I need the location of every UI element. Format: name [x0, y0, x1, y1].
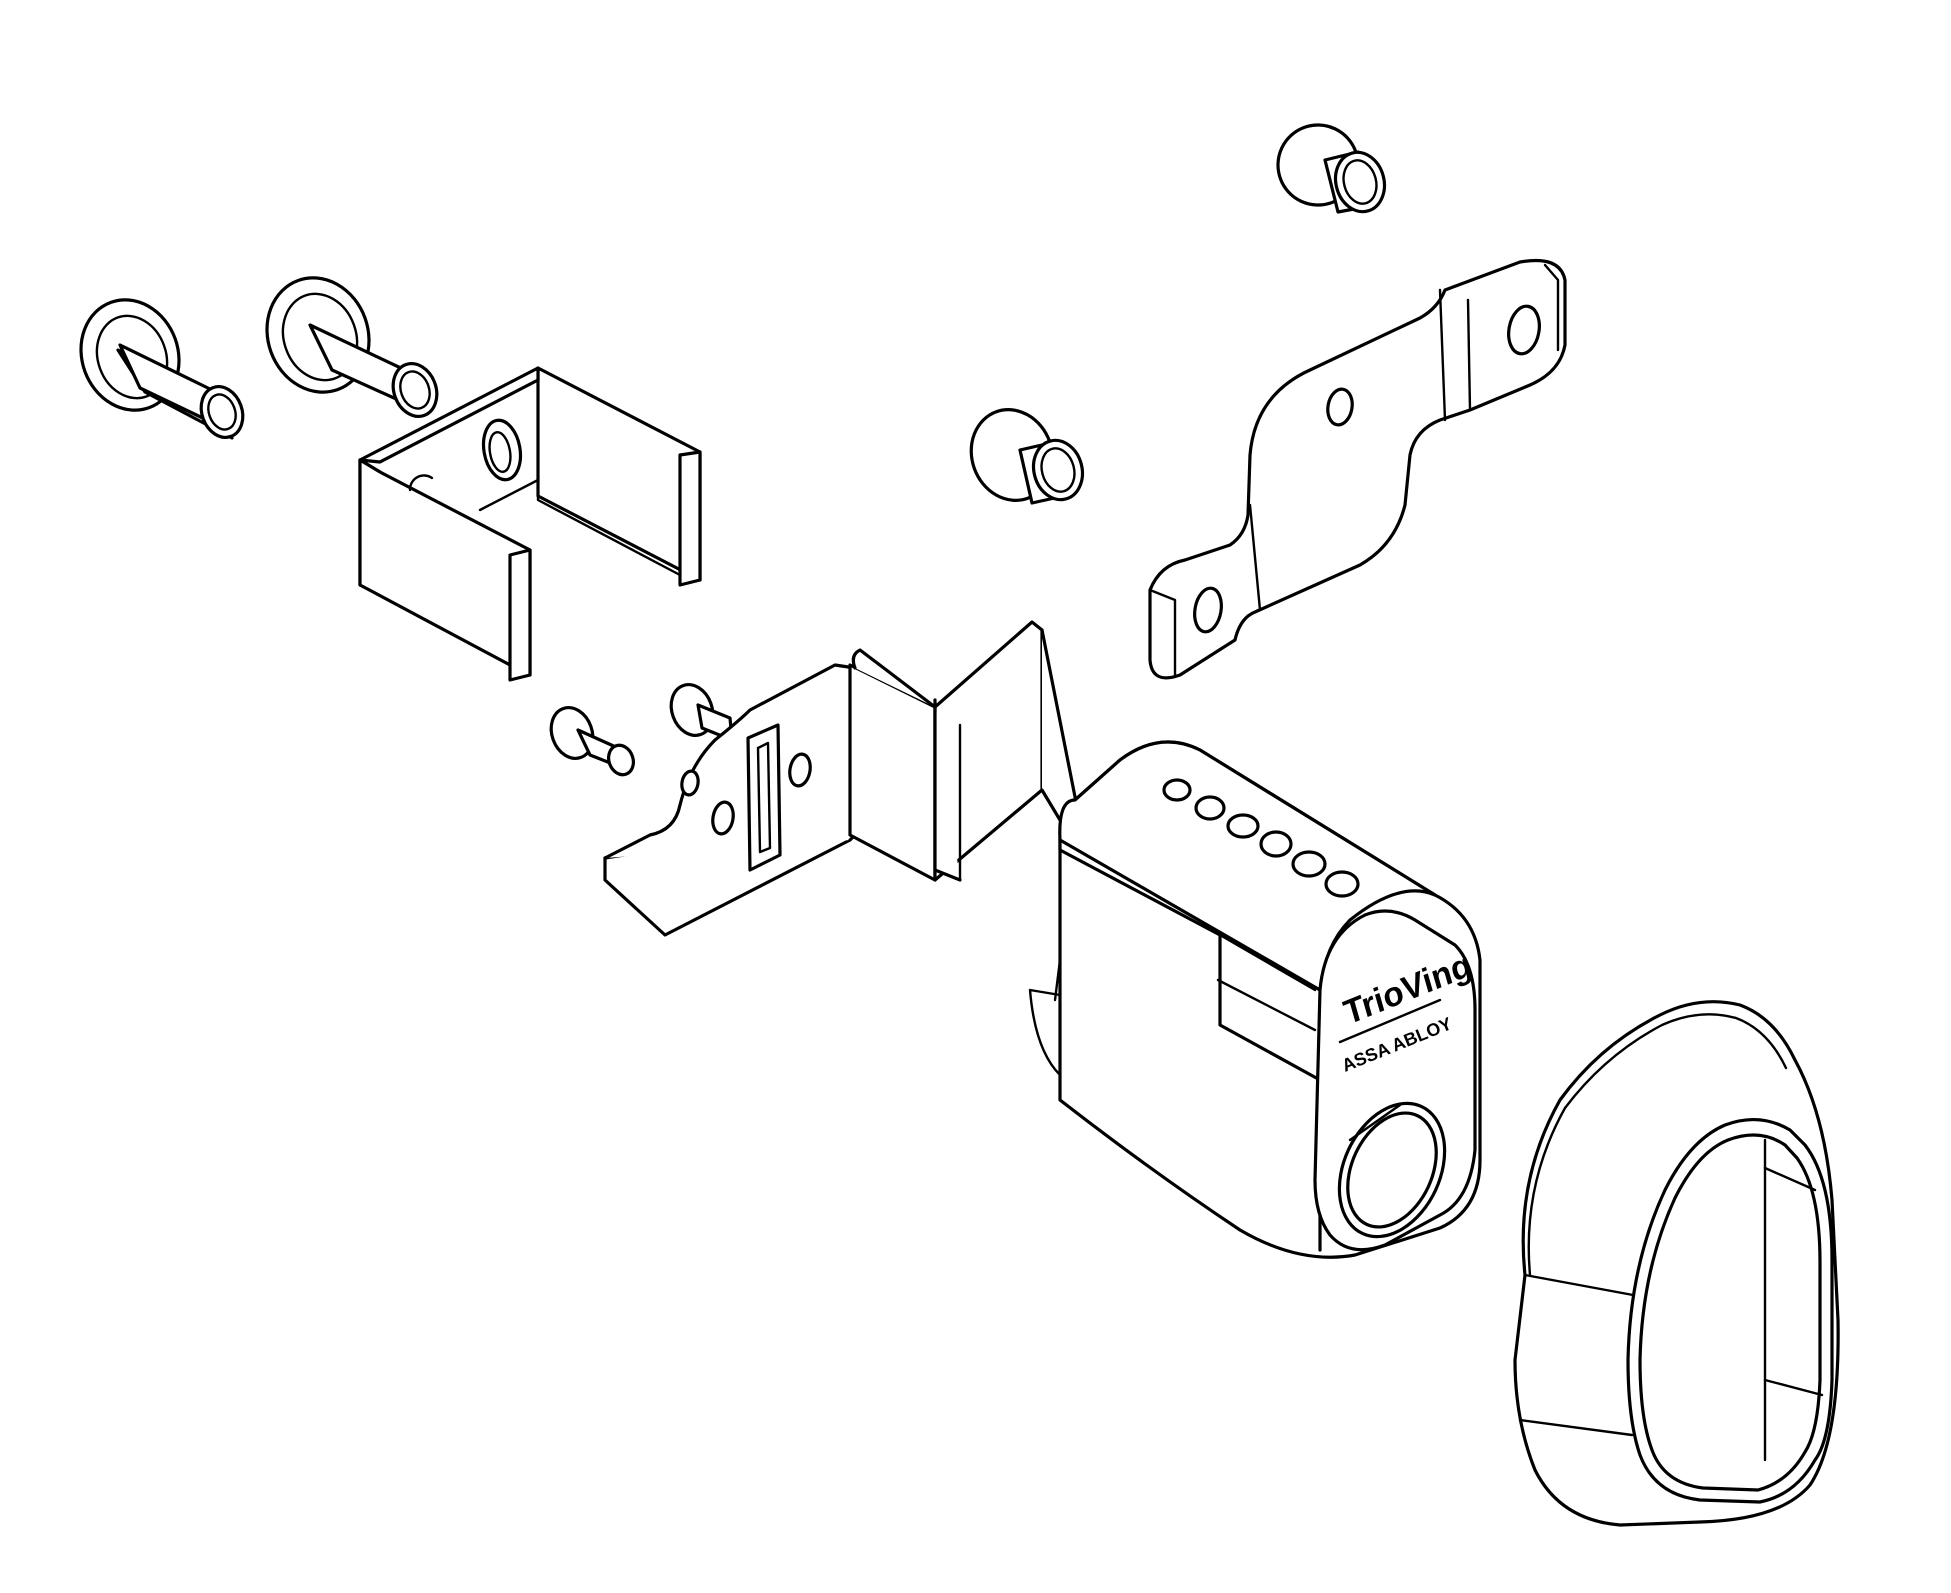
small-screw-1 [549, 706, 635, 777]
offset-plate [1148, 258, 1567, 680]
z-mounting-bracket [603, 620, 1080, 937]
small-screw-2 [669, 683, 734, 742]
pin-bolt-2 [265, 276, 439, 418]
lock-cylinder: TrioVing ASSA ABLOY [1028, 740, 1482, 1259]
oval-escutcheon-rosette [1513, 1000, 1840, 1527]
u-bracket [358, 366, 702, 682]
small-rivet-mid [969, 408, 1085, 505]
small-rivet-top [1276, 123, 1387, 214]
pin-bolt-1 [79, 298, 245, 440]
